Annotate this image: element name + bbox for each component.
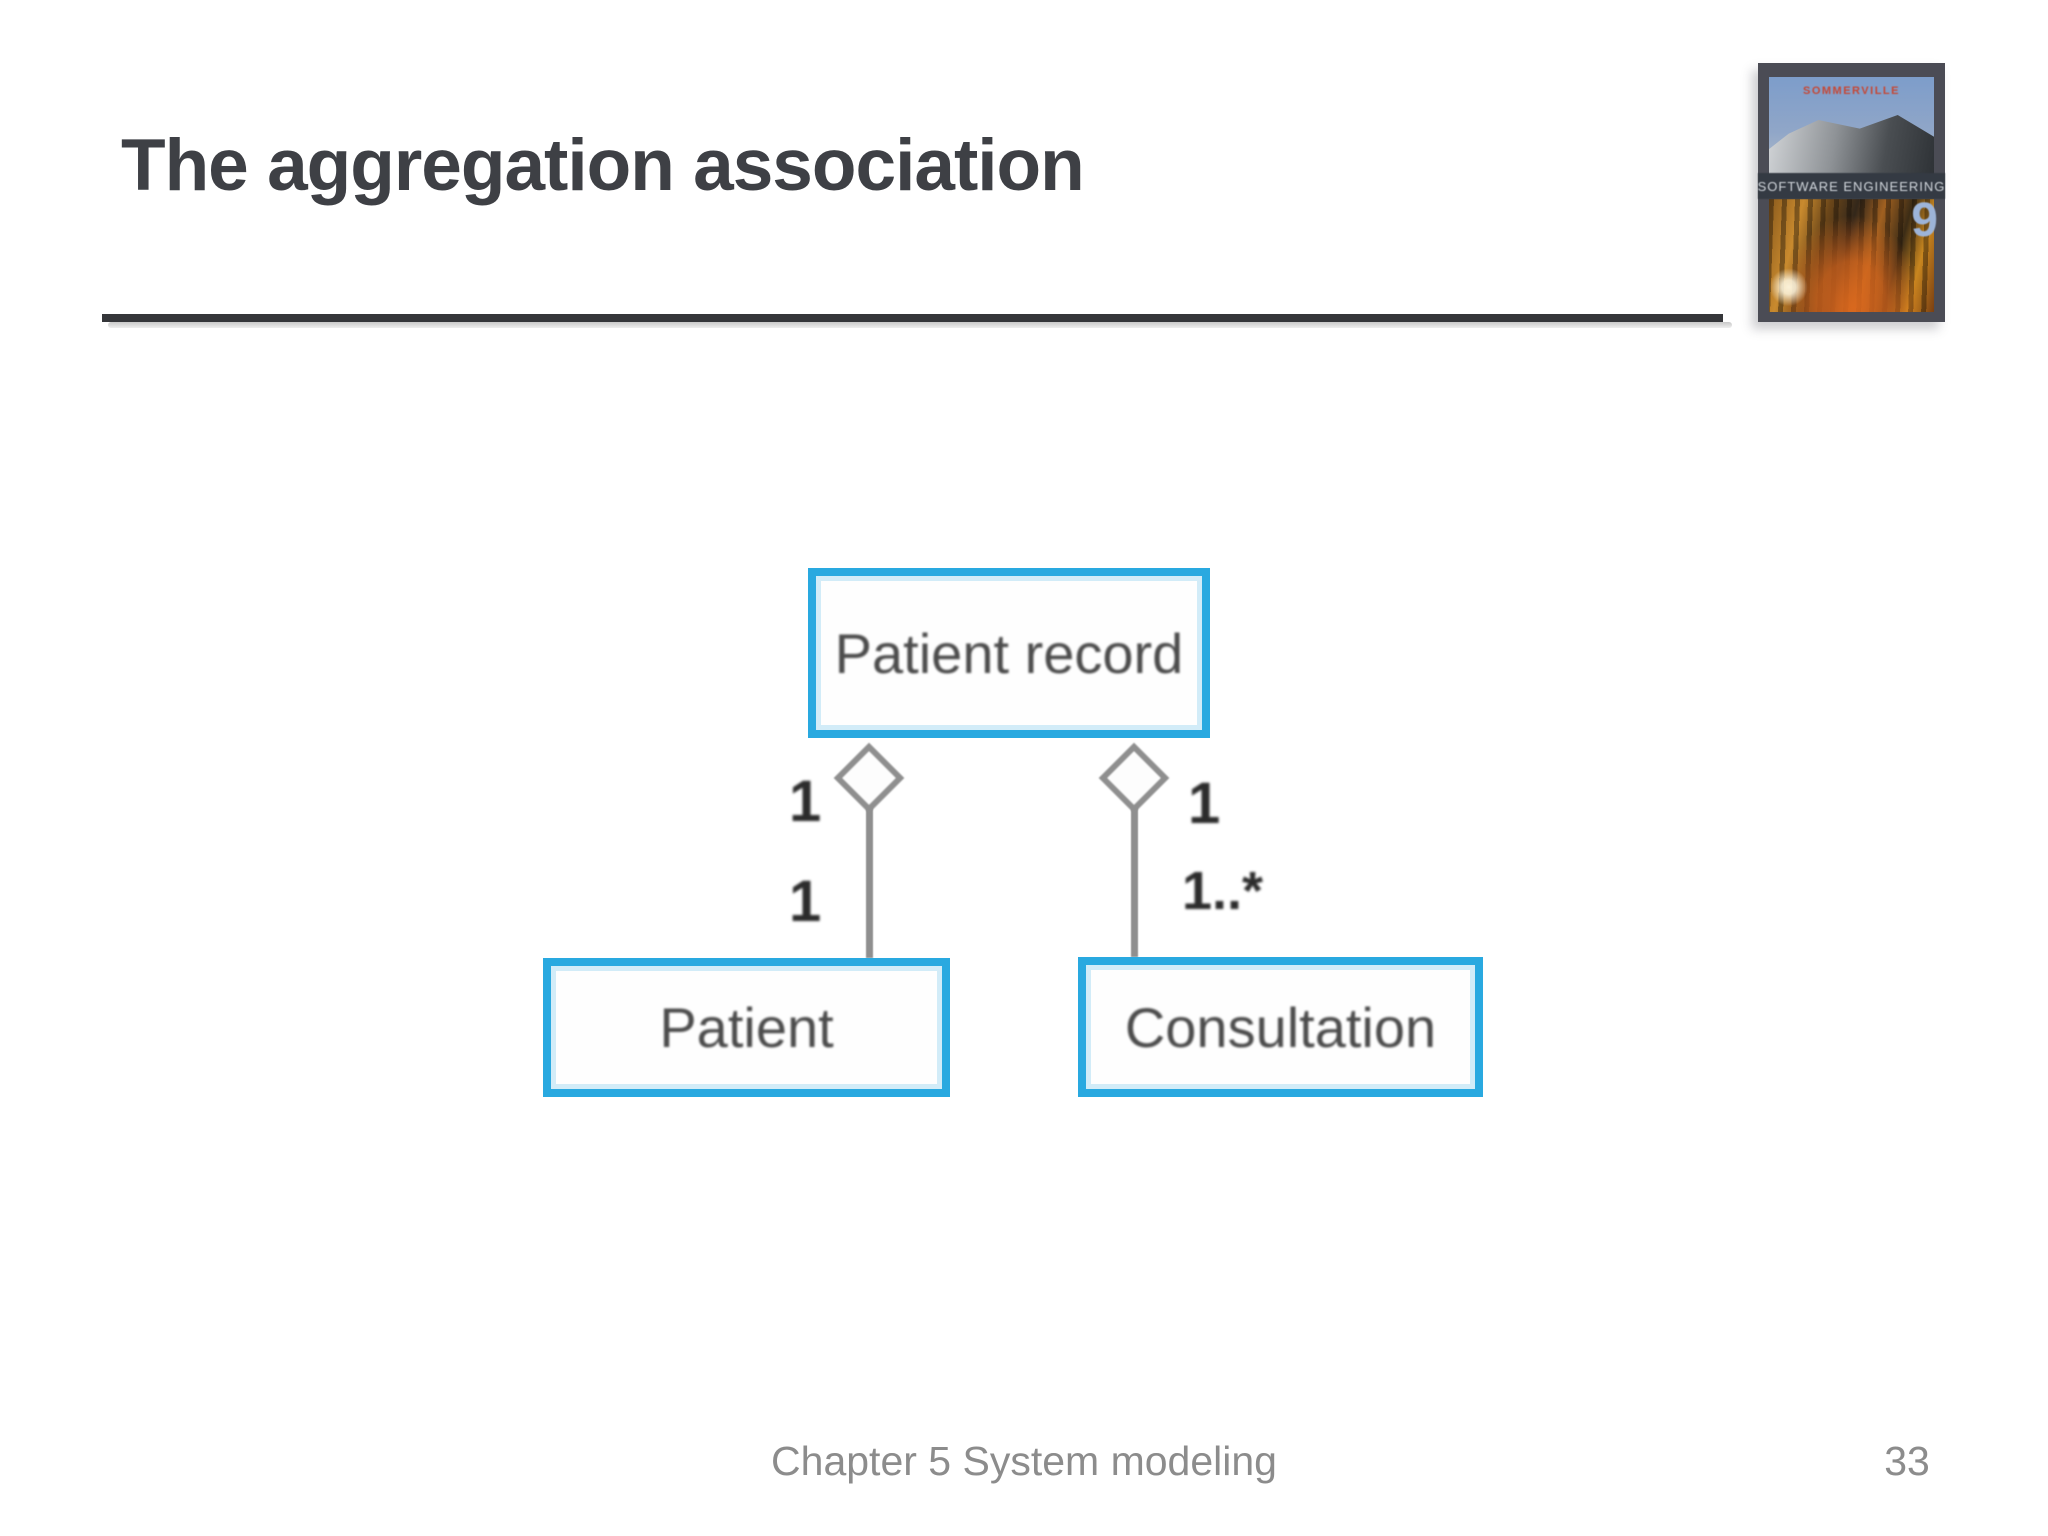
multiplicity-patient-end: 1 <box>789 869 822 934</box>
multiplicity-consultation-end: 1..* <box>1182 861 1264 921</box>
class-box-consultation: Consultation <box>1078 957 1483 1097</box>
class-label-patient: Patient <box>659 996 834 1059</box>
multiplicity-patient-record-to-consultation: 1 <box>1188 771 1221 836</box>
aggregation-diamond-consultation <box>1098 742 1170 814</box>
page-number: 33 <box>1884 1438 1930 1484</box>
association-line-consultation <box>1131 800 1138 957</box>
multiplicity-patient-record-to-patient: 1 <box>789 769 822 834</box>
title-divider-line <box>102 314 1723 322</box>
slide-title: The aggregation association <box>121 125 1085 206</box>
class-label-patient-record: Patient record <box>834 621 1184 685</box>
class-box-patient-record: Patient record <box>808 568 1210 738</box>
book-cover-title-text: SOFTWARE ENGINEERING <box>1758 173 1945 199</box>
footer-text: Chapter 5 System modeling <box>771 1438 1277 1484</box>
title-divider-shadow <box>108 322 1732 328</box>
book-cover-author-text: SOMMERVILLE <box>1803 85 1900 97</box>
aggregation-diamond-patient <box>833 742 905 814</box>
book-cover-image: SOMMERVILLE SOFTWARE ENGINEERING 9 <box>1758 63 1945 322</box>
book-cover-edition-number: 9 <box>1911 194 1938 247</box>
book-cover-sky-photo <box>1769 77 1934 177</box>
book-cover-industrial-photo <box>1769 199 1934 312</box>
class-box-patient: Patient <box>543 958 950 1097</box>
class-label-consultation: Consultation <box>1124 995 1437 1059</box>
association-line-patient <box>866 800 873 958</box>
